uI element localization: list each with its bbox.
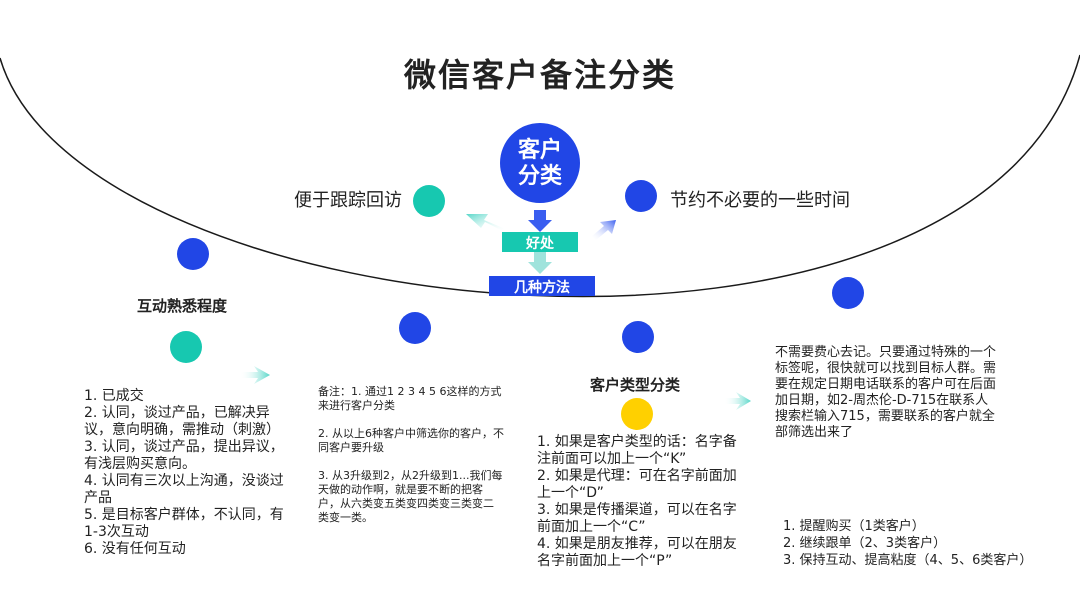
arrow-down-1 [528, 210, 552, 232]
box-methods-label: 几种方法 [514, 280, 570, 296]
arrow-down-2 [528, 252, 552, 274]
arc-dot-3 [622, 321, 654, 353]
benefit-right-dot [625, 180, 657, 212]
benefit-right-label: 节约不必要的一些时间 [670, 190, 850, 211]
arc-dot-4 [832, 277, 864, 309]
customer-type-list: 1. 如果是客户类型的话：名字备注前面可以加上一个“K” 2. 如果是代理：可在… [537, 434, 737, 569]
benefit-left-dot [413, 185, 445, 217]
customer-type-dot [621, 398, 653, 430]
benefit-left-label: 便于跟踪回访 [294, 190, 402, 211]
arc-dot-2 [399, 312, 431, 344]
arrow-right-2 [724, 392, 751, 410]
note-text: 备注：1. 通过1 2 3 4 5 6这样的方式来进行客户分类 2. 从以上6种… [318, 385, 504, 524]
action-list: 1. 提醒购买（1类客户） 2. 继续跟单（2、3类客户） 3. 保持互动、提高… [783, 519, 1033, 568]
center-label-line1: 客户 [517, 138, 562, 163]
right-note: 不需要费心去记。只要通过特殊的一个标签呢，很快就可以找到目标人群。需要在规定日期… [775, 345, 997, 440]
box-methods-bg [489, 276, 595, 296]
arrow-right-up [592, 220, 616, 240]
familiarity-heading: 互动熟悉程度 [137, 297, 228, 315]
box-benefit-label: 好处 [526, 236, 554, 252]
familiarity-list: 1. 已成交 2. 认同，谈过产品，已解决异议，意向明确，需推动（刺激） 3. … [84, 388, 284, 557]
arrow-left-up [466, 214, 505, 232]
center-label-line2: 分类 [517, 164, 562, 189]
box-benefit-bg [502, 232, 578, 252]
center-label: 客户 分类 [500, 138, 580, 190]
arc-dot-1 [177, 238, 209, 270]
arrow-right-1 [240, 366, 270, 384]
page-title: 微信客户备注分类 [403, 56, 676, 94]
familiarity-dot [170, 331, 202, 363]
center-circle [500, 123, 580, 203]
customer-type-heading: 客户类型分类 [590, 376, 681, 394]
